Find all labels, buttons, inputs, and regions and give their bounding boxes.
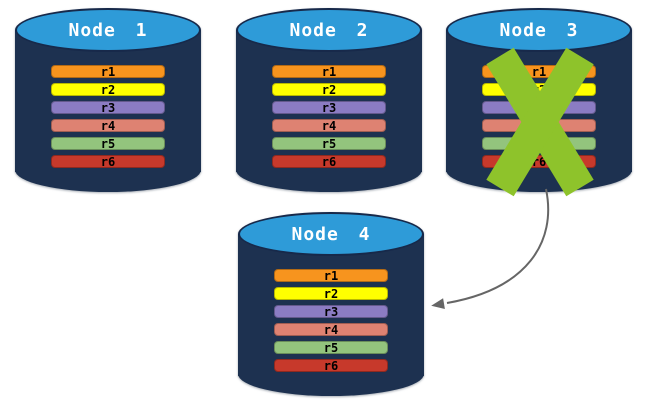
row-r2: r2 [274, 287, 388, 300]
node-3-cylinder-top: Node 3 [446, 8, 632, 52]
node-4: Node 4 r1 r2 r3 r4 r5 r6 [238, 212, 424, 396]
row-r3: r3 [51, 101, 165, 114]
node-1-cylinder-top: Node 1 [15, 8, 201, 52]
node-2-row-stack: r1 r2 r3 r4 r5 r6 [272, 65, 386, 173]
node-2: Node 2 r1 r2 r3 r4 r5 r6 [236, 8, 422, 192]
node-1-label: Node 1 [68, 20, 148, 41]
row-r6: r6 [272, 155, 386, 168]
row-r1: r1 [482, 65, 596, 78]
node-4-cylinder-top: Node 4 [238, 212, 424, 256]
replication-arrow-line [446, 188, 550, 304]
row-r6: r6 [51, 155, 165, 168]
row-r1: r1 [272, 65, 386, 78]
row-r3: r3 [482, 101, 596, 114]
node-4-row-stack: r1 r2 r3 r4 r5 r6 [274, 269, 388, 377]
replication-arrow [431, 188, 550, 309]
row-r3: r3 [272, 101, 386, 114]
node-3-label: Node 3 [499, 20, 579, 41]
row-r3: r3 [274, 305, 388, 318]
node-2-label: Node 2 [289, 20, 369, 41]
node-1: Node 1 r1 r2 r3 r4 r5 r6 [15, 8, 201, 192]
node-3: Node 3 r1 r2 r3 r4 r5 r6 [446, 8, 632, 192]
row-r2: r2 [51, 83, 165, 96]
row-r6: r6 [482, 155, 596, 168]
node-2-cylinder-top: Node 2 [236, 8, 422, 52]
row-r4: r4 [51, 119, 165, 132]
row-r5: r5 [272, 137, 386, 150]
row-r1: r1 [51, 65, 165, 78]
row-r4: r4 [272, 119, 386, 132]
row-r5: r5 [274, 341, 388, 354]
row-r2: r2 [272, 83, 386, 96]
row-r5: r5 [482, 137, 596, 150]
node-1-row-stack: r1 r2 r3 r4 r5 r6 [51, 65, 165, 173]
row-r2: r2 [482, 83, 596, 96]
node-3-row-stack: r1 r2 r3 r4 r5 r6 [482, 65, 596, 173]
row-r6: r6 [274, 359, 388, 372]
row-r4: r4 [274, 323, 388, 336]
row-r1: r1 [274, 269, 388, 282]
row-r4: r4 [482, 119, 596, 132]
replication-arrow-head [431, 298, 445, 309]
node-4-label: Node 4 [291, 224, 371, 245]
row-r5: r5 [51, 137, 165, 150]
